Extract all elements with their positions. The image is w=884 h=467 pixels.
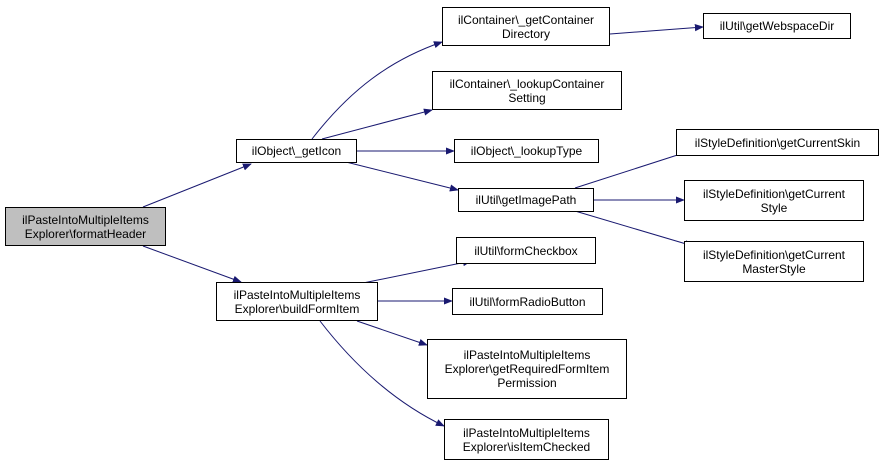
node-get-icon[interactable]: ilObject\_getIcon [236, 139, 357, 163]
edge-get-icon-to-get-image-path [345, 161, 459, 192]
edge-get-icon-to-get-container-directory [311, 41, 443, 140]
node-get-current-master-style-label: ilStyleDefinition\getCurrent MasterStyle [702, 247, 846, 276]
node-format-header: ilPasteIntoMultipleItems Explorer\format… [5, 207, 166, 246]
edge-get-icon-to-lookup-container-setting [321, 108, 433, 140]
node-form-checkbox-label: ilUtil\formCheckbox [474, 243, 578, 258]
node-is-item-checked[interactable]: ilPasteIntoMultipleItems Explorer\isItem… [444, 419, 609, 460]
node-get-required-form-item-permission[interactable]: ilPasteIntoMultipleItems Explorer\getReq… [427, 339, 627, 399]
node-lookup-type-label: ilObject\_lookupType [470, 144, 583, 158]
node-get-container-directory[interactable]: ilContainer\_getContainer Directory [442, 7, 610, 46]
node-get-webspace-dir-label: ilUtil\getWebspaceDir [719, 19, 835, 33]
edge-build-form-item-to-form-checkbox [362, 259, 472, 284]
node-get-webspace-dir[interactable]: ilUtil\getWebspaceDir [703, 13, 851, 39]
node-get-image-path[interactable]: ilUtil\getImagePath [458, 188, 594, 212]
node-get-current-master-style[interactable]: ilStyleDefinition\getCurrent MasterStyle [684, 241, 864, 282]
node-build-form-item-label: ilPasteIntoMultipleItems Explorer\buildF… [233, 287, 361, 316]
node-get-image-path-label: ilUtil\getImagePath [475, 193, 577, 207]
node-lookup-container-setting[interactable]: ilContainer\_lookupContainer Setting [432, 71, 622, 110]
edge-build-form-item-to-required-permission [356, 320, 428, 346]
edge-build-form-item-to-is-item-checked [319, 320, 445, 427]
node-get-container-directory-label: ilContainer\_getContainer Directory [457, 12, 595, 41]
node-get-current-skin[interactable]: ilStyleDefinition\getCurrentSkin [676, 129, 879, 156]
node-form-radio-button-label: ilUtil\formRadioButton [469, 294, 586, 309]
edge-get-image-path-to-current-skin [574, 149, 694, 189]
node-format-header-label: ilPasteIntoMultipleItems Explorer\format… [22, 212, 149, 241]
node-form-checkbox[interactable]: ilUtil\formCheckbox [456, 237, 596, 264]
node-lookup-type[interactable]: ilObject\_lookupType [454, 139, 599, 163]
edge-root-to-build-form-item [142, 245, 242, 283]
node-get-icon-label: ilObject\_getIcon [251, 144, 342, 158]
node-form-radio-button[interactable]: ilUtil\formRadioButton [452, 288, 603, 315]
node-is-item-checked-label: ilPasteIntoMultipleItems Explorer\isItem… [462, 425, 591, 454]
node-get-required-form-item-permission-label: ilPasteIntoMultipleItems Explorer\getReq… [444, 348, 610, 390]
edge-root-to-get-icon [142, 163, 252, 208]
edge-get-image-path-to-current-master-style [574, 210, 694, 248]
node-get-current-style[interactable]: ilStyleDefinition\getCurrent Style [684, 180, 864, 221]
node-lookup-container-setting-label: ilContainer\_lookupContainer Setting [449, 76, 605, 105]
node-build-form-item[interactable]: ilPasteIntoMultipleItems Explorer\buildF… [216, 282, 378, 321]
node-get-current-skin-label: ilStyleDefinition\getCurrentSkin [694, 135, 861, 150]
edge-get-container-directory-to-webspace-dir [609, 24, 704, 35]
node-get-current-style-label: ilStyleDefinition\getCurrent Style [702, 186, 846, 215]
